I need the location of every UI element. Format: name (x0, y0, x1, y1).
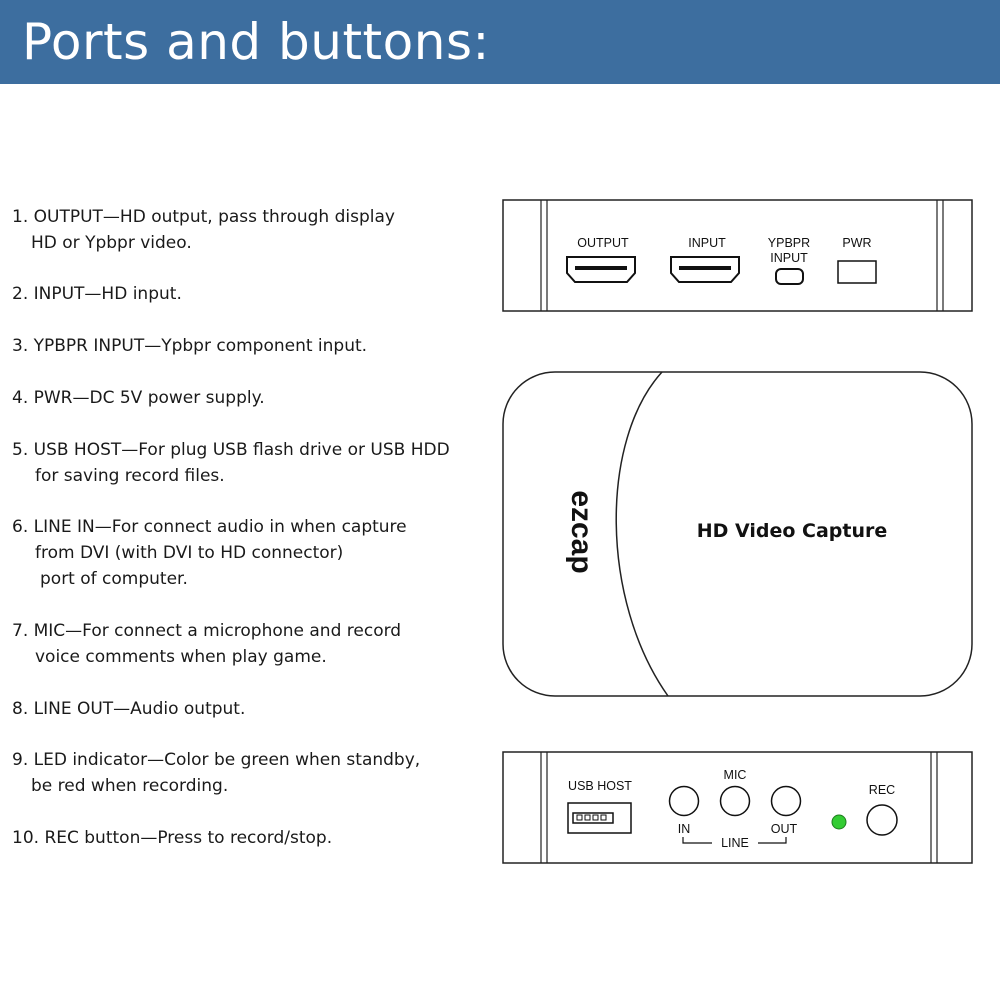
device-curve-divider (615, 371, 669, 697)
back-panel-body (502, 199, 973, 312)
line-out-label: OUT (771, 822, 798, 836)
desc-output-line2: HD or Ypbpr video. (31, 233, 192, 253)
desc-input: 2. INPUT—HD input. (12, 284, 182, 304)
desc-usb-host-line1: 5. USB HOST—For plug USB flash drive or … (12, 440, 450, 460)
title-banner: Ports and buttons: (0, 0, 1000, 84)
desc-led-line2: be red when recording. (31, 776, 229, 796)
output-label: OUTPUT (577, 236, 629, 250)
desc-line-in-line1: 6. LINE IN—For connect audio in when cap… (12, 517, 407, 537)
desc-mic-line2: voice comments when play game. (35, 647, 327, 667)
usb-host-label: USB HOST (568, 779, 632, 793)
port-description-list: 1. OUTPUT—HD output, pass through displa… (12, 207, 450, 848)
desc-output-line1: 1. OUTPUT—HD output, pass through displa… (12, 207, 395, 227)
device-body (502, 371, 973, 697)
back-panel: OUTPUT INPUT YPBPR INPUT PWR (502, 199, 973, 312)
ypbpr-input-port (775, 268, 804, 285)
ypbpr-label-line1: YPBPR (768, 236, 810, 250)
pwr-label: PWR (842, 236, 871, 250)
line-in-jack (668, 785, 700, 817)
line-out-jack (770, 785, 802, 817)
led-indicator (831, 814, 847, 830)
ypbpr-label-line2: INPUT (770, 251, 808, 265)
line-bracket (682, 837, 787, 844)
front-panel: USB HOST MIC IN OUT LINE REC (502, 751, 973, 864)
product-name: HD Video Capture (697, 520, 888, 542)
line-label: LINE (721, 836, 749, 850)
desc-line-in-line3: port of computer. (40, 569, 188, 589)
desc-led-line1: 9. LED indicator—Color be green when sta… (12, 750, 421, 770)
desc-ypbpr-input: 3. YPBPR INPUT—Ypbpr component input. (12, 336, 368, 356)
line-in-label: IN (678, 822, 691, 836)
mic-label: MIC (724, 768, 747, 782)
pwr-port (837, 260, 877, 284)
desc-rec-button: 10. REC button—Press to record/stop. (12, 828, 333, 848)
desc-usb-host-line2: for saving record files. (35, 466, 225, 486)
brand-logo: ezcap (565, 490, 598, 573)
rec-button[interactable] (866, 804, 898, 836)
usb-host-port (567, 802, 632, 834)
desc-mic-line1: 7. MIC—For connect a microphone and reco… (12, 621, 402, 641)
desc-line-out: 8. LINE OUT—Audio output. (12, 699, 246, 719)
page-title: Ports and buttons: (22, 13, 490, 71)
hdmi-input-port (670, 256, 740, 283)
rec-label: REC (869, 783, 895, 797)
desc-pwr: 4. PWR—DC 5V power supply. (12, 388, 265, 408)
desc-line-in-line2: from DVI (with DVI to HD connector) (35, 543, 344, 563)
input-label: INPUT (688, 236, 726, 250)
mic-jack (719, 785, 751, 817)
hdmi-output-port (566, 256, 636, 283)
device-top-view: ezcap HD Video Capture (502, 371, 973, 697)
